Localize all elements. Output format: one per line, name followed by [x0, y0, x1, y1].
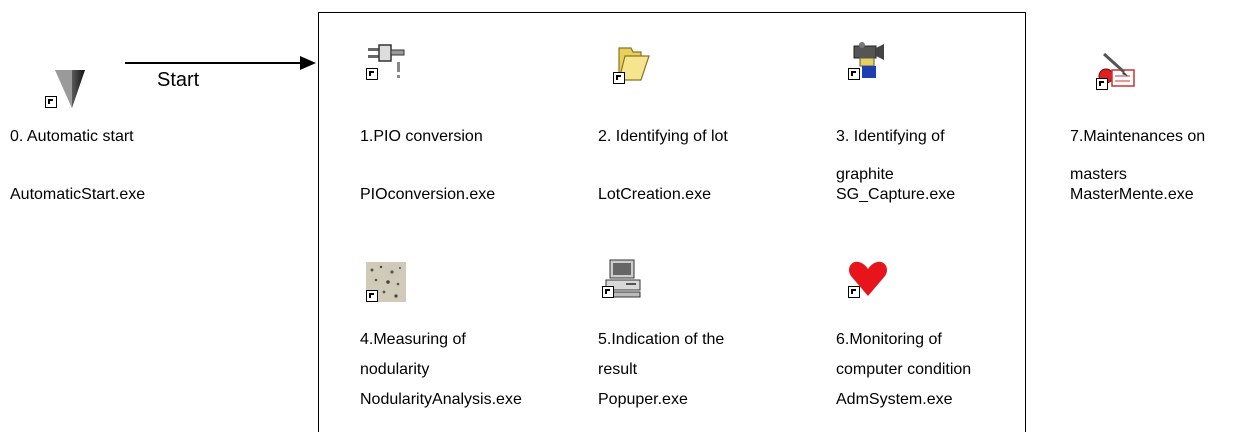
start-item-name[interactable]: 0. Automatic start: [10, 128, 134, 145]
shortcut-arrow-icon: [848, 68, 860, 80]
start-arrow-line: [125, 62, 303, 64]
start-item-exe[interactable]: AutomaticStart.exe: [10, 186, 146, 203]
plug-icon[interactable]: [366, 40, 406, 80]
program-4-exe[interactable]: NodularityAnalysis.exe: [360, 391, 522, 408]
program-5-name-line1[interactable]: 5.Indication of the: [598, 331, 725, 348]
program-3-exe[interactable]: SG_Capture.exe: [836, 186, 956, 203]
program-2-name[interactable]: 2. Identifying of lot: [598, 128, 728, 145]
program-6-name-line1[interactable]: 6.Monitoring of: [836, 331, 942, 348]
master-item-name-line1[interactable]: 7.Maintenances on: [1070, 128, 1206, 145]
program-3-name-line1[interactable]: 3. Identifying of: [836, 128, 945, 145]
micrograph-icon[interactable]: [366, 262, 406, 302]
start-arrow-label: Start: [157, 69, 200, 91]
shortcut-arrow-icon: [366, 290, 378, 302]
video-camera-icon[interactable]: [848, 40, 888, 80]
shortcut-arrow-icon: [613, 72, 625, 84]
program-1-name[interactable]: 1.PIO conversion: [360, 128, 483, 145]
shortcut-arrow-icon: [602, 286, 614, 298]
master-item-name-line2[interactable]: masters: [1070, 166, 1127, 183]
shortcut-arrow-icon: [366, 68, 378, 80]
program-4-name-line1[interactable]: 4.Measuring of: [360, 331, 466, 348]
program-6-exe[interactable]: AdmSystem.exe: [836, 391, 953, 408]
folder-icon[interactable]: [613, 44, 653, 84]
heart-icon[interactable]: [848, 258, 888, 298]
program-1-exe[interactable]: PIOconversion.exe: [360, 186, 496, 203]
program-6-name-line2[interactable]: computer condition: [836, 361, 972, 378]
program-5-exe[interactable]: Popuper.exe: [598, 391, 688, 408]
start-arrow-head: [300, 56, 316, 70]
shortcut-arrow-icon: [1096, 78, 1108, 90]
pen-card-icon[interactable]: [1096, 50, 1136, 90]
program-4-name-line2[interactable]: nodularity: [360, 361, 430, 378]
start-triangle-icon[interactable]: [45, 68, 85, 108]
master-item-exe[interactable]: MasterMente.exe: [1070, 186, 1194, 203]
program-3-name-line2[interactable]: graphite: [836, 166, 894, 183]
program-5-name-line2[interactable]: result: [598, 361, 638, 378]
computer-icon[interactable]: [602, 258, 642, 298]
program-2-exe[interactable]: LotCreation.exe: [598, 186, 711, 203]
programs-panel: [318, 12, 1026, 432]
shortcut-arrow-icon: [848, 286, 860, 298]
shortcut-arrow-icon: [45, 96, 57, 108]
